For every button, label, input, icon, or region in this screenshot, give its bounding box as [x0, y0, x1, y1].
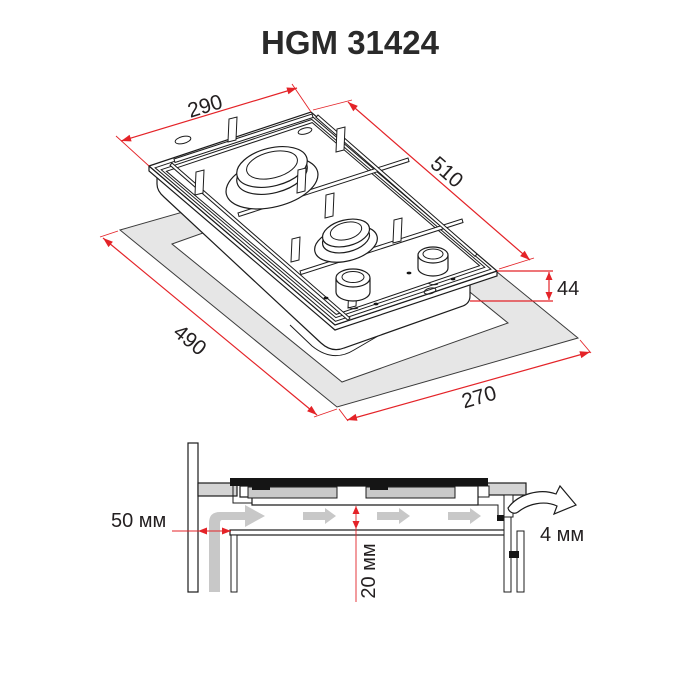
dim-label-290: 290: [185, 90, 225, 122]
airflow-arrow-inlet: [209, 505, 265, 592]
surface-opening-2: [297, 127, 313, 135]
channel-right-end: [478, 504, 499, 517]
worktop-left: [197, 482, 238, 497]
airflow-arrow-1: [303, 508, 336, 524]
grate-rail-left: [169, 162, 351, 322]
cabinet-shelf: [229, 529, 506, 536]
hob-enamel-edge: [165, 122, 481, 315]
worktop-right: [483, 482, 527, 496]
installation-section-diagram: 50 мм 20 мм 4 мм: [111, 442, 584, 602]
burner-base-left: [252, 485, 270, 490]
dimension-cutout-270: 270: [338, 339, 592, 422]
burner-small: [314, 218, 378, 263]
surface-opening-1: [174, 135, 192, 145]
hob-body: [156, 170, 471, 351]
shelf-front-edge: [230, 534, 238, 593]
wall: [187, 442, 199, 593]
page-title: HGM 31424: [261, 24, 440, 61]
burner-base-right: [370, 485, 388, 490]
clearance-label-side: 4 мм: [540, 524, 584, 546]
panel-bracket: [509, 551, 519, 558]
burner-housing-right: [365, 486, 456, 499]
cabinet-panel-outer: [516, 530, 525, 593]
hob-isometric-diagram: 290 510 44 490: [99, 83, 592, 422]
dimension-height-44: 44: [470, 270, 579, 302]
grate-fingers: [194, 116, 403, 309]
airflow-arrows: [209, 505, 481, 592]
dim-label-510: 510: [426, 152, 468, 192]
clearance-label-bottom: 20 мм: [358, 543, 380, 598]
clearance-wall-50mm: 50 мм: [111, 510, 231, 535]
glass-top: [230, 478, 488, 486]
airflow-arrow-2: [377, 508, 410, 524]
clearance-label-wall: 50 мм: [111, 510, 166, 532]
surface-opening-3: [423, 287, 437, 295]
hob-left-step: [232, 486, 252, 504]
clearance-bottom-20mm: 20 мм: [352, 506, 380, 602]
hob-bottom-tray: [289, 324, 379, 357]
dim-label-44: 44: [557, 278, 579, 300]
burner-large: [225, 146, 319, 210]
channel-step: [497, 515, 505, 521]
burner-housing-left: [247, 486, 338, 499]
grate-rail-right: [315, 114, 478, 258]
hob-rim-line-2: [160, 118, 486, 319]
airflow-arrow-3: [448, 508, 481, 524]
control-knob-2: [406, 246, 456, 286]
grate-bar-far: [173, 113, 314, 164]
airflow-arrow-outlet: [507, 484, 577, 516]
control-knob-1: [323, 268, 379, 310]
hob-section: [230, 478, 514, 521]
dim-label-490: 490: [169, 320, 211, 360]
